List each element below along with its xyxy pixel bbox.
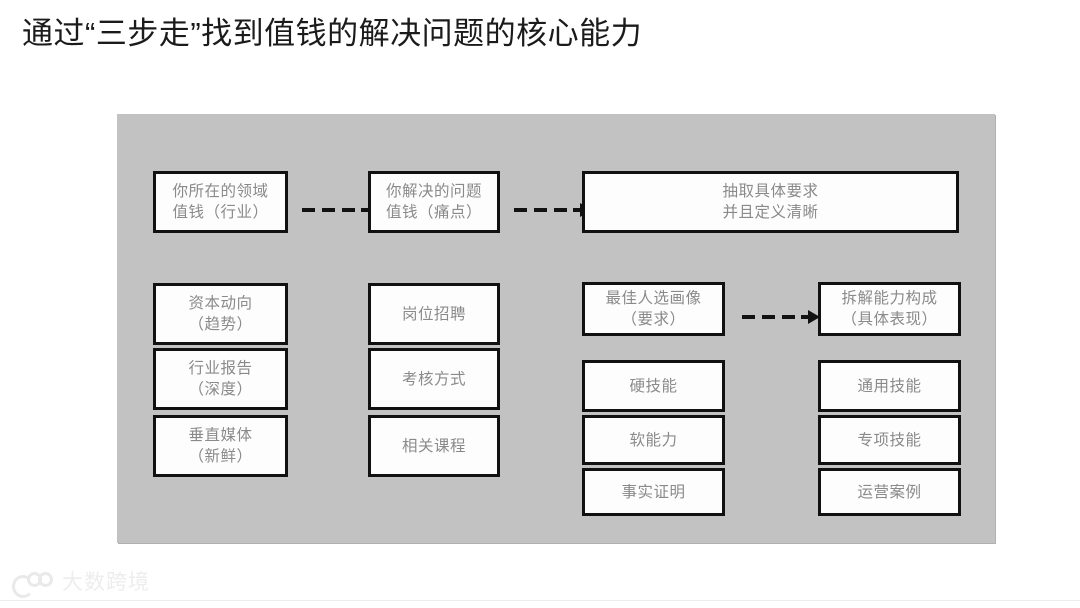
watermark-text: 大数跨境 — [62, 571, 150, 594]
box-job-recruitment[interactable]: 岗位招聘 — [368, 283, 500, 345]
arrow-dash — [514, 208, 527, 212]
box-assessment-method[interactable]: 考核方式 — [368, 348, 500, 410]
arrow-dash — [342, 208, 355, 212]
arrow-dash — [762, 315, 775, 319]
arrow-dash — [554, 208, 567, 212]
arrow-dash — [534, 208, 547, 212]
box-industry-report[interactable]: 行业报告 （深度） — [153, 348, 288, 410]
arrow-problem-to-extract — [514, 202, 592, 218]
watermark: 大数跨境 — [12, 566, 150, 600]
box-specialized-skill[interactable]: 专项技能 — [818, 415, 961, 465]
diagram-panel: 你所在的领域 值钱（行业） 你解决的问题 值钱（痛点） 抽取具体要求 并且定义清… — [117, 114, 995, 543]
box-best-candidate-profile[interactable]: 最佳人选画像 （要求） — [582, 282, 725, 336]
page-title: 通过“三步走”找到值钱的解决问题的核心能力 — [22, 16, 643, 51]
arrow-dash — [322, 208, 335, 212]
box-operation-case[interactable]: 运营案例 — [818, 468, 961, 516]
arrow-profile-to-decompose — [742, 309, 820, 325]
arrow-dash — [742, 315, 755, 319]
footer-divider — [0, 600, 1080, 601]
three-circles-logo-icon — [12, 571, 54, 598]
box-decompose-capability[interactable]: 拆解能力构成 （具体表现） — [818, 282, 961, 336]
box-problem-valuable[interactable]: 你解决的问题 值钱（痛点） — [368, 171, 500, 233]
box-domain-valuable[interactable]: 你所在的领域 值钱（行业） — [153, 171, 288, 233]
arrow-domain-to-problem — [302, 202, 380, 218]
arrow-dash — [782, 315, 795, 319]
box-general-skill[interactable]: 通用技能 — [818, 360, 961, 412]
box-vertical-media[interactable]: 垂直媒体 （新鲜） — [153, 415, 288, 477]
box-extract-requirements[interactable]: 抽取具体要求 并且定义清晰 — [582, 171, 959, 233]
box-soft-ability[interactable]: 软能力 — [582, 415, 725, 465]
arrow-dash — [302, 208, 315, 212]
box-related-courses[interactable]: 相关课程 — [368, 415, 500, 477]
box-fact-proof[interactable]: 事实证明 — [582, 468, 725, 516]
box-capital-trend[interactable]: 资本动向 （趋势） — [153, 283, 288, 345]
box-hard-skill[interactable]: 硬技能 — [582, 360, 725, 412]
